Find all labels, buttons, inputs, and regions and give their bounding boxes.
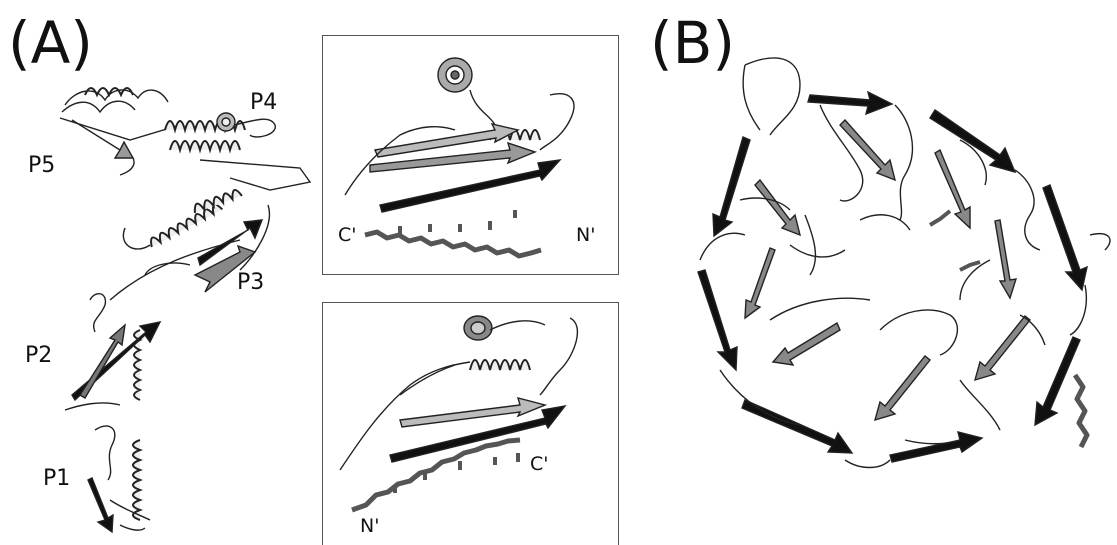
inset-top-structure	[345, 58, 574, 256]
inset-bottom-structure	[340, 316, 577, 510]
inset-top-n-terminus: N'	[576, 224, 595, 246]
domain-p5-strand	[72, 120, 133, 158]
domain-p1	[88, 426, 150, 532]
domain-p2	[65, 294, 160, 410]
inset-bottom-c-terminus: C'	[530, 453, 549, 475]
domain-p5-helices	[60, 88, 180, 175]
panel-b-structure	[698, 58, 1110, 468]
middle-helices	[123, 188, 242, 249]
panel-a-structure	[60, 88, 310, 532]
inset-top-c-terminus: C'	[338, 224, 357, 246]
domain-p3-strand-grey	[195, 246, 255, 292]
inset-bottom-n-terminus: N'	[360, 515, 379, 537]
domain-p4-helices	[165, 113, 310, 190]
